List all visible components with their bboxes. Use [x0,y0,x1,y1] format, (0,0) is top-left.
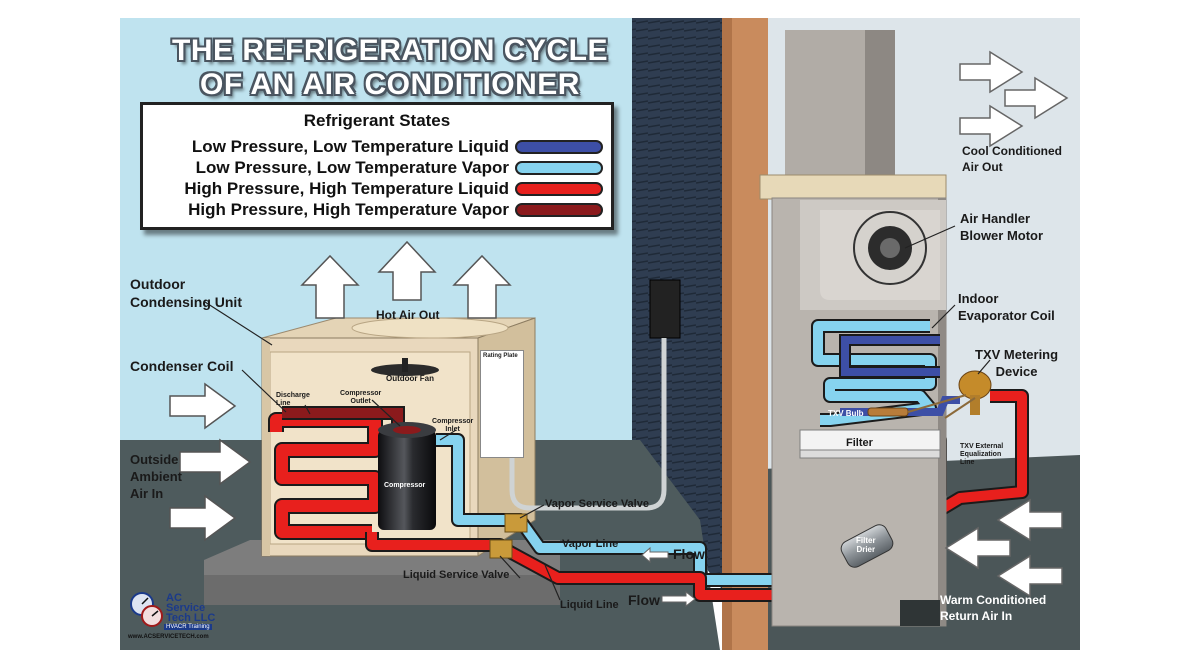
legend-label: Low Pressure, Low Temperature Vapor [195,158,509,177]
gauge-icon [130,592,163,627]
txv-bulb [867,407,909,417]
label-compressor: Compressor [384,482,426,489]
label-liquid-line: Liquid Line [560,599,619,611]
legend-item: High Pressure, High Temperature Liquid [184,179,603,199]
legend-label: High Pressure, High Temperature Vapor [188,200,509,219]
label-text: Ambient [130,469,182,484]
label-text: TXV External [960,443,1004,450]
liquid-service-valve [489,539,513,559]
vapor-service-valve [504,513,528,533]
label-evaporator-coil: Indoor Evaporator Coil [958,290,1055,324]
label-txv-metering: TXV Metering Device [975,346,1058,380]
legend-swatch [515,182,603,196]
flow-arrow-upper [641,546,669,564]
filter-drier [840,524,894,568]
legend-item: Low Pressure, Low Temperature Liquid [192,137,603,157]
legend-swatch [515,161,603,175]
label-cool-air-out: Cool Conditioned Air Out [962,143,1062,175]
legend-label: High Pressure, High Temperature Liquid [184,179,509,198]
label-compressor-outlet: Compressor Outlet [340,390,381,406]
outside-air-arrows [169,382,252,542]
label-outside-air: Outside Ambient Air In [130,451,182,502]
label-text: Line [960,459,975,466]
logo-text: Service [166,602,206,614]
label-text: Inlet [445,426,460,433]
logo-text: HVACR Training [164,624,212,630]
fan-grille [351,317,509,339]
label-text: Air Handler [960,211,1031,226]
label-text: Evaporator Coil [958,308,1055,323]
label-text: Condensing Unit [130,294,242,310]
flow-arrow-lower [661,590,696,608]
leader-lines [204,225,991,601]
label-filter-drier: Filter Drier [856,536,876,554]
label-hot-air-out: Hot Air Out [376,308,440,322]
label-text: Outdoor [130,276,186,292]
legend: Refrigerant States Low Pressure, Low Tem… [140,102,614,230]
legend-item: High Pressure, High Temperature Vapor [188,200,603,220]
legend-heading: Refrigerant States [303,111,451,130]
compressor-body [378,430,436,530]
label-text: Filter [856,536,876,545]
logo-url: www.ACSERVICETECH.com [128,634,209,640]
label-filter: Filter [846,437,873,449]
label-text: Equalization [960,451,1002,458]
label-txv-bulb: TXV Bulb [828,409,864,418]
logo-text: AC [166,592,182,604]
rating-plate: Rating Plate [480,350,524,458]
legend-swatch [515,140,603,154]
label-liquid-service-valve: Liquid Service Valve [403,569,510,581]
concrete-pad [204,575,560,605]
ac-service-tech-logo: AC Service Tech LLC HVACR Training www.A… [128,590,218,642]
label-vapor-line: Vapor Line [562,538,619,550]
label-text: Compressor [432,418,474,425]
label-text: Return Air In [940,609,1013,623]
label-text: Drier [856,545,876,554]
label-text: Cool Conditioned [962,144,1062,158]
label-text: Device [995,364,1038,379]
label-discharge-line: Discharge Line [276,392,310,408]
label-txv-equalization: TXV External Equalization Line [960,443,1003,467]
label-return-air-in: Warm Conditioned Return Air In [940,592,1046,624]
label-flow-lower: Flow [628,592,660,608]
legend-swatch [515,203,603,217]
legend-label: Low Pressure, Low Temperature Liquid [191,137,509,156]
label-outdoor-fan: Outdoor Fan [386,374,434,383]
label-text: Air Out [962,160,1003,174]
label-text: Air In [130,486,164,501]
label-text: Compressor [340,390,382,397]
rating-plate-title: Rating Plate [483,353,518,359]
label-text: Outside [130,452,179,467]
legend-item: Low Pressure, Low Temperature Vapor [196,158,603,178]
logo-text: Tech LLC [166,612,216,624]
label-text: Outlet [350,398,371,405]
title-line-1: THE REFRIGERATION CYCLE [172,34,608,67]
building-siding [632,18,730,600]
hot-air-arrows [300,240,512,319]
label-text: Indoor [958,291,999,306]
label-blower-motor: Air Handler Blower Motor [960,210,1043,244]
disconnect-box [649,279,681,339]
return-air-arrows [944,498,1063,598]
label-text: TXV Metering [975,347,1059,362]
label-text: Line [276,400,291,407]
label-compressor-inlet: Compressor Inlet [432,418,473,434]
label-outdoor-unit: Outdoor Condensing Unit [130,275,242,311]
label-vapor-service-valve: Vapor Service Valve [545,498,649,510]
title-line-2: OF AN AIR CONDITIONER [200,68,580,101]
air-handler-plenum [759,174,947,200]
label-flow-upper: Flow [673,546,705,562]
cool-air-arrows [959,50,1069,148]
label-text: Warm Conditioned [940,593,1047,607]
label-condenser-coil: Condenser Coil [130,358,234,374]
label-text: Discharge [276,392,310,399]
label-text: Blower Motor [960,228,1044,243]
